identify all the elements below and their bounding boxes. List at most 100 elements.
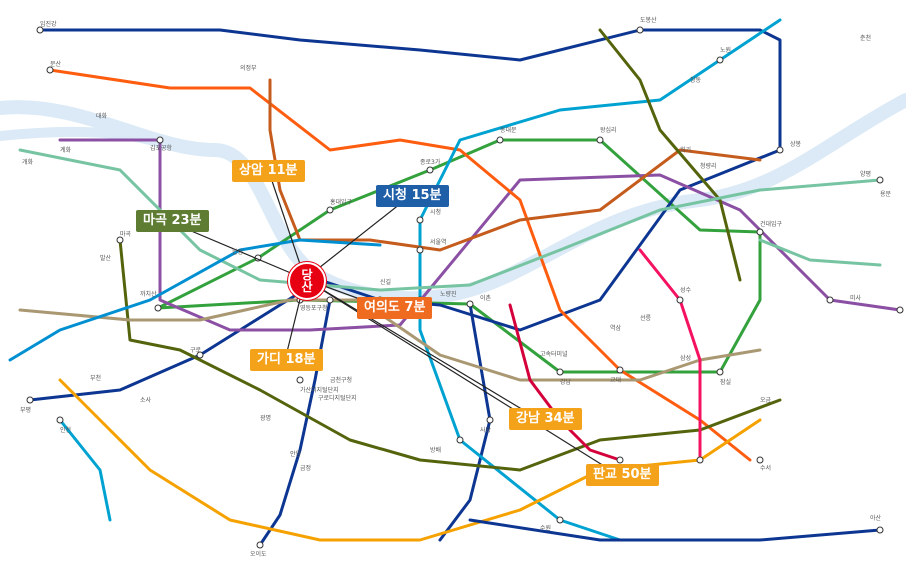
- station-label: 잠실: [720, 378, 731, 386]
- station-label: 이촌: [480, 294, 492, 302]
- station-label: 임진강: [40, 20, 57, 28]
- station-label: 구로디지털단지: [318, 394, 357, 402]
- station-dot: [716, 56, 724, 64]
- station-label: 아산: [870, 514, 882, 522]
- station-dot: [416, 246, 424, 254]
- station-label: 노량진: [440, 290, 457, 298]
- station-dot: [556, 516, 564, 524]
- line-7-north: [598, 28, 742, 282]
- station-label: 마곡: [120, 230, 132, 238]
- station-label: 의정부: [240, 64, 257, 72]
- station-label: 수서: [760, 464, 771, 472]
- destination-magok: 마곡 23분: [136, 210, 209, 232]
- station-label: 교대: [610, 376, 621, 384]
- station-label: 구로: [190, 347, 202, 354]
- station-label: 인천: [60, 426, 71, 434]
- destination-pangyo: 판교 50분: [586, 464, 659, 486]
- station-label: 홍대입구: [330, 198, 353, 206]
- station-label: 노원: [720, 46, 731, 54]
- station-label: 계화: [60, 146, 72, 154]
- station-dot: [116, 236, 124, 244]
- station-label: 문산: [50, 60, 62, 68]
- destination-cityhall: 시청 15분: [376, 185, 449, 207]
- line-4: [418, 18, 782, 542]
- station-label: 종로3가: [420, 158, 441, 166]
- station-label: 합정: [232, 248, 243, 256]
- destination-gasan: 가디 18분: [250, 349, 323, 371]
- connector-pangyo: [304, 278, 621, 477]
- station-dot: [616, 456, 624, 464]
- station-dot: [486, 416, 494, 424]
- station-dot: [876, 176, 884, 184]
- station-dot: [896, 306, 904, 314]
- station-label: 소사: [140, 396, 152, 404]
- line-1-south2: [438, 302, 492, 542]
- station-dot: [596, 136, 604, 144]
- station-dot: [826, 296, 834, 304]
- station-label: 동대문: [500, 126, 517, 134]
- station-dot: [616, 366, 624, 374]
- line-suin: [58, 378, 762, 542]
- station-label: 광명: [260, 414, 271, 422]
- station-dot: [56, 416, 64, 424]
- center-label-2: 산: [301, 280, 313, 294]
- station-label: 서울역: [430, 238, 447, 246]
- station-label: 금정: [300, 465, 311, 472]
- station-label: 상봉: [790, 140, 802, 148]
- station-dot: [416, 216, 424, 224]
- center-label-1: 당: [301, 268, 313, 282]
- station-label: 춘천: [860, 34, 871, 42]
- station-dot: [776, 146, 784, 154]
- station-dot: [636, 26, 644, 34]
- station-dot: [296, 376, 304, 384]
- line-9: [18, 298, 762, 382]
- station-dot: [256, 541, 264, 549]
- river-branch: [0, 126, 155, 145]
- station-label: 성수: [680, 286, 692, 294]
- dangsan-station-marker: 당 산: [288, 262, 326, 300]
- station-label: 발산: [100, 254, 112, 262]
- station-label: 도봉산: [640, 16, 657, 24]
- station-label: 양평: [860, 170, 871, 178]
- station-label: 오금: [760, 397, 772, 404]
- station-label: 김포공항: [150, 144, 173, 152]
- station-label: 수원: [540, 524, 551, 532]
- station-label: 용문: [880, 191, 892, 198]
- station-dot: [756, 228, 764, 236]
- station-dot: [46, 66, 54, 74]
- station-label: 강남: [560, 378, 572, 386]
- station-label: 영등포구청: [300, 304, 328, 312]
- line-3: [48, 68, 752, 462]
- station-dot: [456, 436, 464, 444]
- station-dot: [876, 526, 884, 534]
- line-airport: [8, 238, 382, 362]
- station-dot: [556, 368, 564, 376]
- station-dot: [196, 351, 204, 359]
- station-label: 부평: [20, 406, 31, 414]
- station-dot: [426, 166, 434, 174]
- line-8: [638, 248, 702, 462]
- destination-gangnam: 강남 34분: [509, 408, 582, 430]
- station-dot: [36, 26, 44, 34]
- station-dot: [466, 300, 474, 308]
- connector-cityhall: [304, 199, 406, 280]
- han-river: [0, 93, 906, 306]
- station-dot: [156, 136, 164, 144]
- station-label: 대화: [96, 112, 108, 120]
- line-6: [268, 78, 762, 252]
- station-label: 역삼: [610, 324, 622, 332]
- station-label: 회기: [680, 146, 691, 154]
- station-dot: [154, 304, 162, 312]
- station-label: 방배: [430, 446, 441, 454]
- connector-sangam: [269, 174, 306, 280]
- station-label: 삼성: [680, 354, 691, 362]
- station-label: 고속터미널: [540, 350, 568, 358]
- station-dot: [716, 368, 724, 376]
- station-label: 오이도: [250, 550, 267, 558]
- station-label: 금천구청: [330, 376, 352, 384]
- line-1-east: [468, 518, 882, 542]
- station-label: 선릉: [640, 314, 652, 322]
- connector-gangnam: [304, 278, 541, 421]
